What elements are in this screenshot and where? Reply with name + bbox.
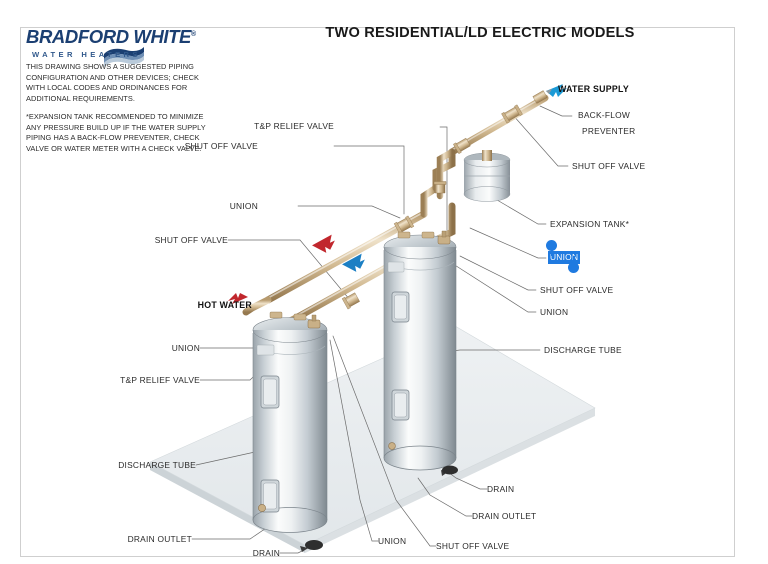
callout-union-left: UNION xyxy=(171,343,200,353)
hot-water-arrow xyxy=(228,293,248,304)
callout-drain-bottom-right: DRAIN xyxy=(487,484,515,494)
callout-shut-off-valve-bottom: SHUT OFF VALVE xyxy=(436,541,510,551)
brand-name: BRADFORD WHITE® xyxy=(26,26,196,47)
callout-union-right-2: UNION xyxy=(540,307,569,317)
disclaimer-paragraph-2: *EXPANSION TANK RECOMMENDED TO MINIMIZE … xyxy=(26,111,206,154)
selection-handle-start-stem xyxy=(550,249,553,256)
callout-drain-bottom-left: DRAIN xyxy=(252,548,280,558)
selection-handle-start[interactable] xyxy=(546,240,557,256)
flow-arrow-hot-pipe xyxy=(312,234,335,253)
brand-tagline: WATER HEATERS xyxy=(32,49,141,59)
callout-union-top: UNION xyxy=(229,201,258,211)
water-heater-rear xyxy=(384,214,458,475)
callout-discharge-tube-right: DISCHARGE TUBE xyxy=(544,345,622,355)
leader-lines xyxy=(192,106,572,553)
hot-water-label: HOT WATER xyxy=(197,300,252,310)
brand-flag-icon xyxy=(104,47,144,67)
disclaimer-block: THIS DRAWING SHOWS A SUGGESTED PIPING CO… xyxy=(26,62,206,162)
water-heater-front xyxy=(253,296,327,550)
callout-shut-off-valve-right-1: SHUT OFF VALVE xyxy=(572,161,646,171)
brand-trademark: ® xyxy=(191,30,196,38)
water-supply-label: WATER SUPPLY xyxy=(558,84,629,94)
callout-shut-off-valve-left: SHUT OFF VALVE xyxy=(154,235,228,245)
selection-handle-end[interactable] xyxy=(568,256,579,273)
callout-back-flow-preventer-line2: PREVENTER xyxy=(582,126,636,136)
callout-union-bottom: UNION xyxy=(378,536,407,546)
water-supply-arrow xyxy=(546,84,567,97)
brand-flag-mark xyxy=(82,8,186,28)
disclaimer-paragraph-1: THIS DRAWING SHOWS A SUGGESTED PIPING CO… xyxy=(26,62,199,104)
callout-drain-outlet-bottom: DRAIN OUTLET xyxy=(472,511,537,521)
callout-tp-relief-valve-top: T&P RELIEF VALVE xyxy=(254,121,334,131)
callout-discharge-tube-left: DISCHARGE TUBE xyxy=(118,460,196,470)
callout-expansion-tank: EXPANSION TANK* xyxy=(550,219,630,229)
callout-shut-off-valve-right-2: SHUT OFF VALVE xyxy=(540,285,614,295)
callout-shut-off-valve-top: SHUT OFF VALVE xyxy=(184,141,258,151)
callout-drain-outlet-left: DRAIN OUTLET xyxy=(127,534,192,544)
supply-fittings xyxy=(434,91,547,193)
page-title: TWO RESIDENTIAL/LD ELECTRIC MODELS xyxy=(325,25,635,41)
selection-handle-end-stem xyxy=(572,256,575,263)
brand-logo: BRADFORD WHITE® WATER HEATERS xyxy=(26,8,196,59)
expansion-tank-body xyxy=(464,150,510,202)
callout-back-flow-preventer-line1: BACK-FLOW xyxy=(578,110,631,120)
flow-arrow-cold-pipe xyxy=(342,253,365,272)
callout-union-right-selected[interactable]: UNION xyxy=(548,251,581,264)
callout-tp-relief-valve-left: T&P RELIEF VALVE xyxy=(120,375,200,385)
